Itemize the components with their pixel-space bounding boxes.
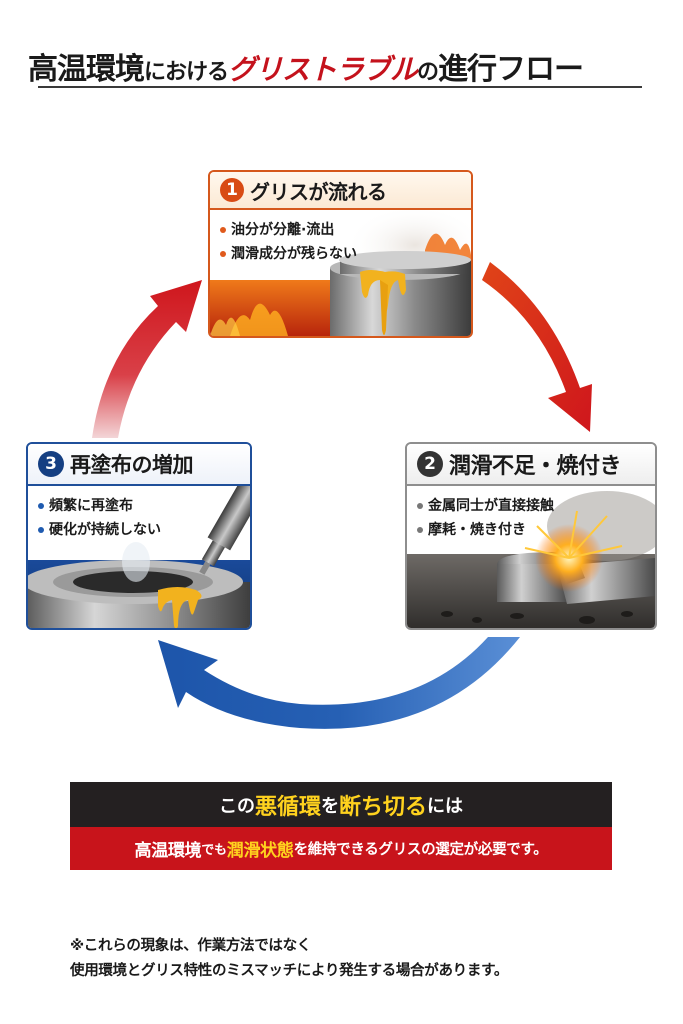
arrow-step3-to-step1 [92, 280, 202, 438]
page-title: 高温環境におけるグリストラブルの進行フロー [28, 44, 648, 88]
step-number-badge: 2 [417, 451, 443, 477]
step-title: グリスが流れる [250, 179, 387, 204]
step-bullet: 金属同士が直接接触 [417, 494, 554, 518]
fire-illustration [210, 210, 471, 336]
bullet-dot-icon [220, 251, 226, 257]
banner-text: には [427, 795, 464, 817]
metal-sparks-illustration [407, 491, 655, 628]
title-part-flow: 進行フロー [438, 52, 584, 87]
step-card-3-body: 頻繁に再塗布 硬化が持続しない [28, 486, 250, 628]
arrow-step1-to-step2 [482, 262, 592, 432]
step-number-badge: 3 [38, 451, 64, 477]
bullet-text: 硬化が持続しない [49, 522, 161, 538]
bullet-dot-icon [417, 503, 423, 509]
step-bullet: 潤滑成分が残らない [220, 242, 357, 266]
bullet-dot-icon [220, 227, 226, 233]
step-card-3-header: 3 再塗布の増加 [28, 444, 250, 486]
title-underline [38, 86, 642, 88]
step-bullets: 頻繁に再塗布 硬化が持続しない [38, 494, 161, 542]
bullet-text: 摩耗・焼き付き [428, 522, 526, 538]
title-part-no: の [417, 60, 439, 85]
call-to-action-banner: この悪循環を断ち切るには 高温環境でも潤滑状態を維持できるグリスの選定が必要です… [70, 782, 612, 870]
banner-headline: この悪循環を断ち切るには [70, 782, 612, 827]
step-title: 潤滑不足・焼付き [449, 454, 622, 479]
banner-text: でも [201, 843, 227, 858]
step-number-badge: 1 [220, 178, 244, 202]
title-part-niokeru: における [144, 60, 229, 85]
arrow-step2-to-step3 [158, 637, 520, 729]
step-card-1-header: 1 グリスが流れる [210, 172, 471, 210]
step-card-1: 1 グリスが流れる [208, 170, 473, 338]
bullet-text: 油分が分離·流出 [231, 222, 335, 238]
footnote-line: 使用環境とグリス特性のミスマッチにより発生する場合があります。 [70, 963, 509, 979]
footnote: ※これらの現象は、作業方法ではなく 使用環境とグリス特性のミスマッチにより発生す… [70, 934, 508, 984]
bullet-text: 潤滑成分が残らない [231, 246, 357, 262]
step-card-2: 2 潤滑不足・焼付き [405, 442, 657, 630]
banner-text: 高温環境 [134, 841, 202, 861]
bullet-dot-icon [38, 503, 44, 509]
step-bullets: 油分が分離·流出 潤滑成分が残らない [220, 218, 357, 266]
step-card-2-body: 金属同士が直接接触 摩耗・焼き付き [407, 486, 655, 628]
bullet-dot-icon [38, 527, 44, 533]
banner-highlight: 潤滑状態 [226, 841, 294, 861]
banner-text: を維持できるグリスの選定が必要です。 [293, 842, 548, 858]
cycle-arrows [92, 262, 592, 729]
step-card-2-header: 2 潤滑不足・焼付き [407, 444, 655, 486]
step-bullet: 油分が分離·流出 [220, 218, 357, 242]
banner-highlight: 断ち切る [339, 794, 428, 820]
banner-text: この [218, 795, 255, 817]
banner-text: を [321, 795, 339, 817]
bullet-dot-icon [417, 527, 423, 533]
grease-gun-illustration [28, 486, 250, 628]
step-card-1-body: 油分が分離·流出 潤滑成分が残らない [210, 210, 471, 336]
step-bullet: 硬化が持続しない [38, 518, 161, 542]
step-title: 再塗布の増加 [70, 453, 194, 477]
step-card-3: 3 再塗布の増加 [26, 442, 252, 630]
step-bullet: 頻繁に再塗布 [38, 494, 161, 518]
step-bullets: 金属同士が直接接触 摩耗・焼き付き [417, 494, 554, 542]
step-bullet: 摩耗・焼き付き [417, 518, 554, 542]
bullet-text: 頻繁に再塗布 [49, 498, 133, 514]
bullet-text: 金属同士が直接接触 [428, 498, 554, 514]
banner-message: 高温環境でも潤滑状態を維持できるグリスの選定が必要です。 [70, 827, 612, 870]
title-part-grease-trouble: グリストラブル [228, 53, 418, 86]
footnote-line: ※これらの現象は、作業方法ではなく [70, 938, 311, 954]
title-part-high-temp: 高温環境 [28, 52, 145, 87]
banner-highlight: 悪循環 [254, 794, 321, 820]
